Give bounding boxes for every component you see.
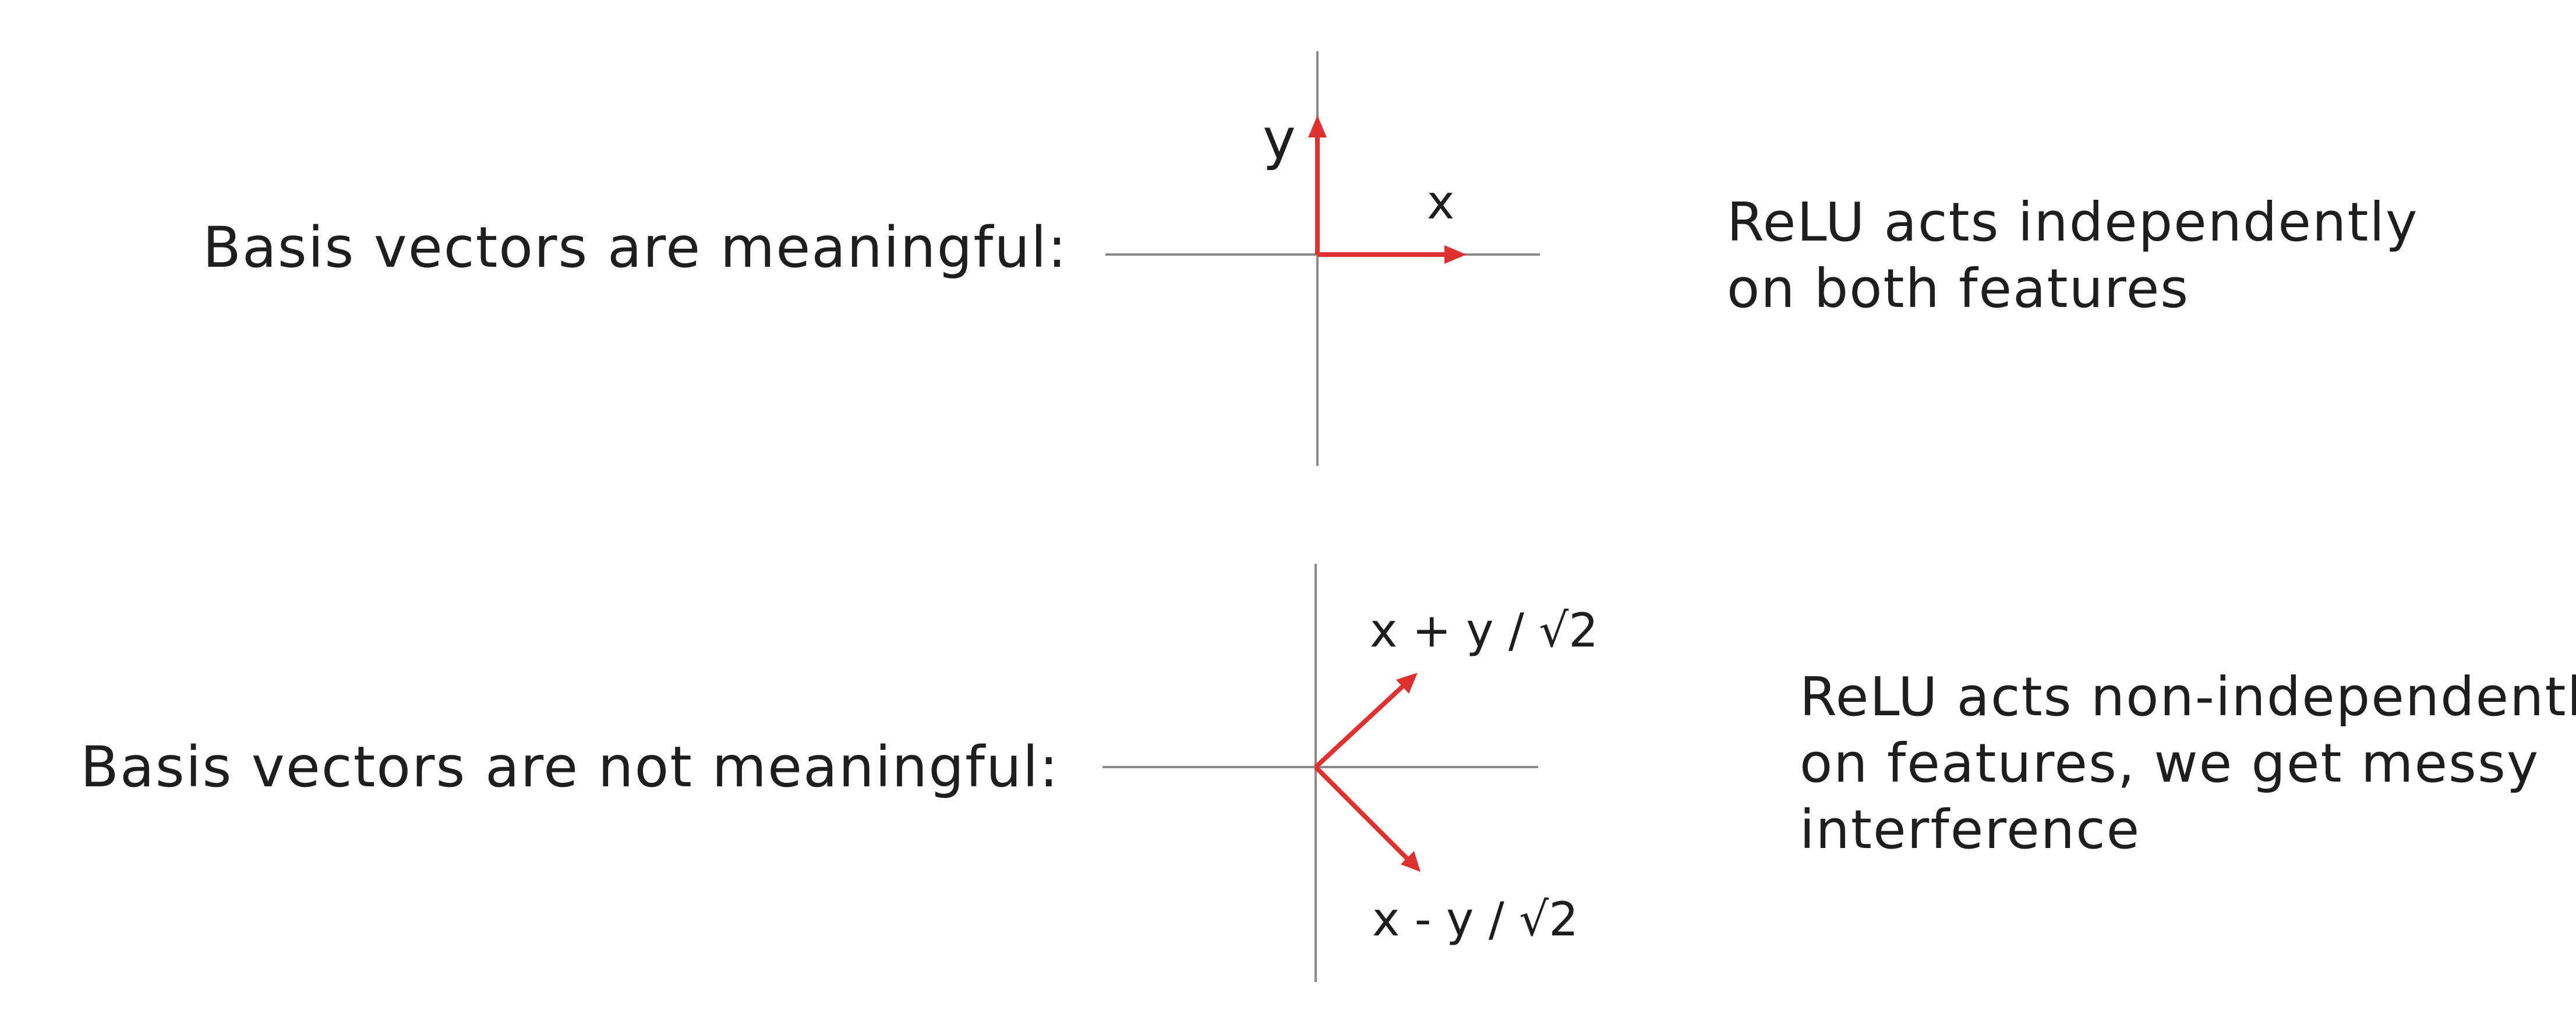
row2-note: ReLU acts non-independently on features,… <box>1800 664 2576 863</box>
row1-note-line: on both features <box>1727 257 2190 320</box>
row2-note-line: on features, we get messy <box>1800 732 2540 794</box>
row2-vector-sum <box>1314 683 1406 769</box>
row2-vector-diff <box>1314 765 1409 860</box>
row1-vector-x-label: x <box>1427 175 1454 229</box>
row2-vector-sum-label: x + y / √2 <box>1370 603 1598 658</box>
row1-vectors: y x <box>1263 107 1467 264</box>
row1-arrowhead-y <box>1308 115 1327 137</box>
row2-note-line: interference <box>1800 799 2141 861</box>
row2-arrowhead-diff <box>1401 851 1420 872</box>
row1-label: Basis vectors are meaningful: <box>203 215 1068 280</box>
row1-note: ReLU acts independently on both features <box>1727 189 2418 322</box>
row2-axes <box>1103 564 1538 982</box>
row2-arrowhead-sum <box>1396 673 1418 694</box>
row1-note-line: ReLU acts independently <box>1727 191 2419 253</box>
row2-label: Basis vectors are not meaningful: <box>80 734 1059 800</box>
row2-note-line: ReLU acts non-independently <box>1800 666 2576 728</box>
row1-axes <box>1105 51 1540 466</box>
row2-vector-diff-label: x - y / √2 <box>1372 892 1578 946</box>
row2-vectors: x + y / √2 x - y / √2 <box>1314 603 1598 946</box>
row1-arrowhead-x <box>1444 245 1467 264</box>
row1-vector-y-label: y <box>1263 107 1296 172</box>
